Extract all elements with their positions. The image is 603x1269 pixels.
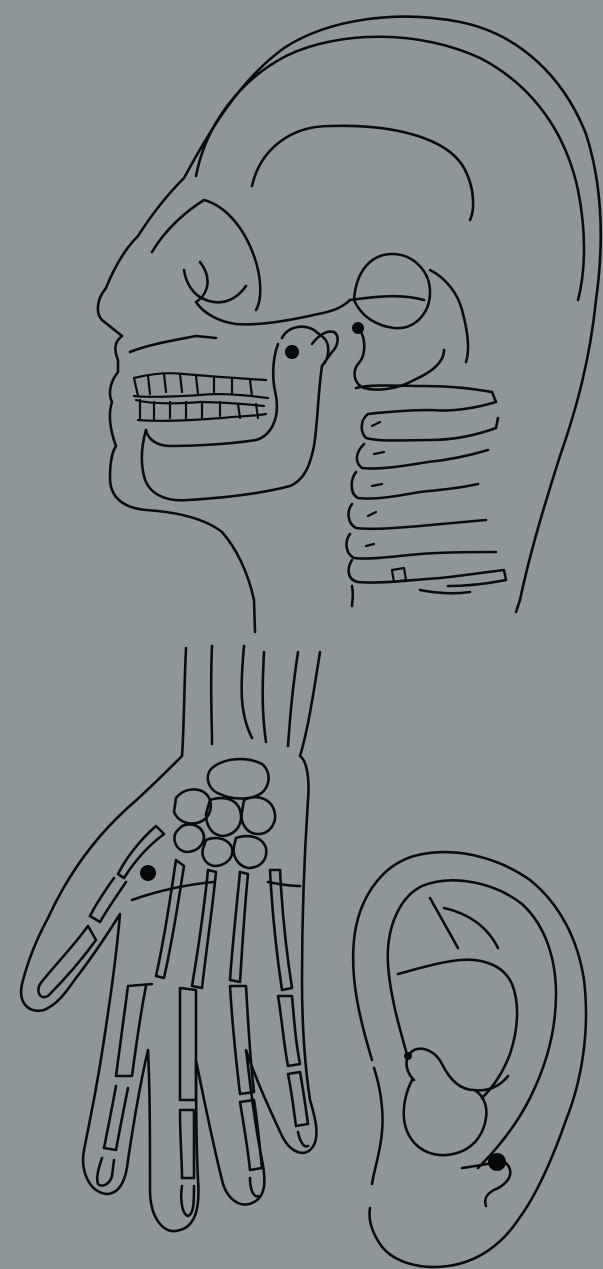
point-hand [140, 865, 156, 881]
point-earlobe [488, 1153, 506, 1171]
point-mastoid [352, 322, 364, 334]
point-ear-notch [404, 1052, 412, 1060]
point-jaw [285, 345, 299, 359]
